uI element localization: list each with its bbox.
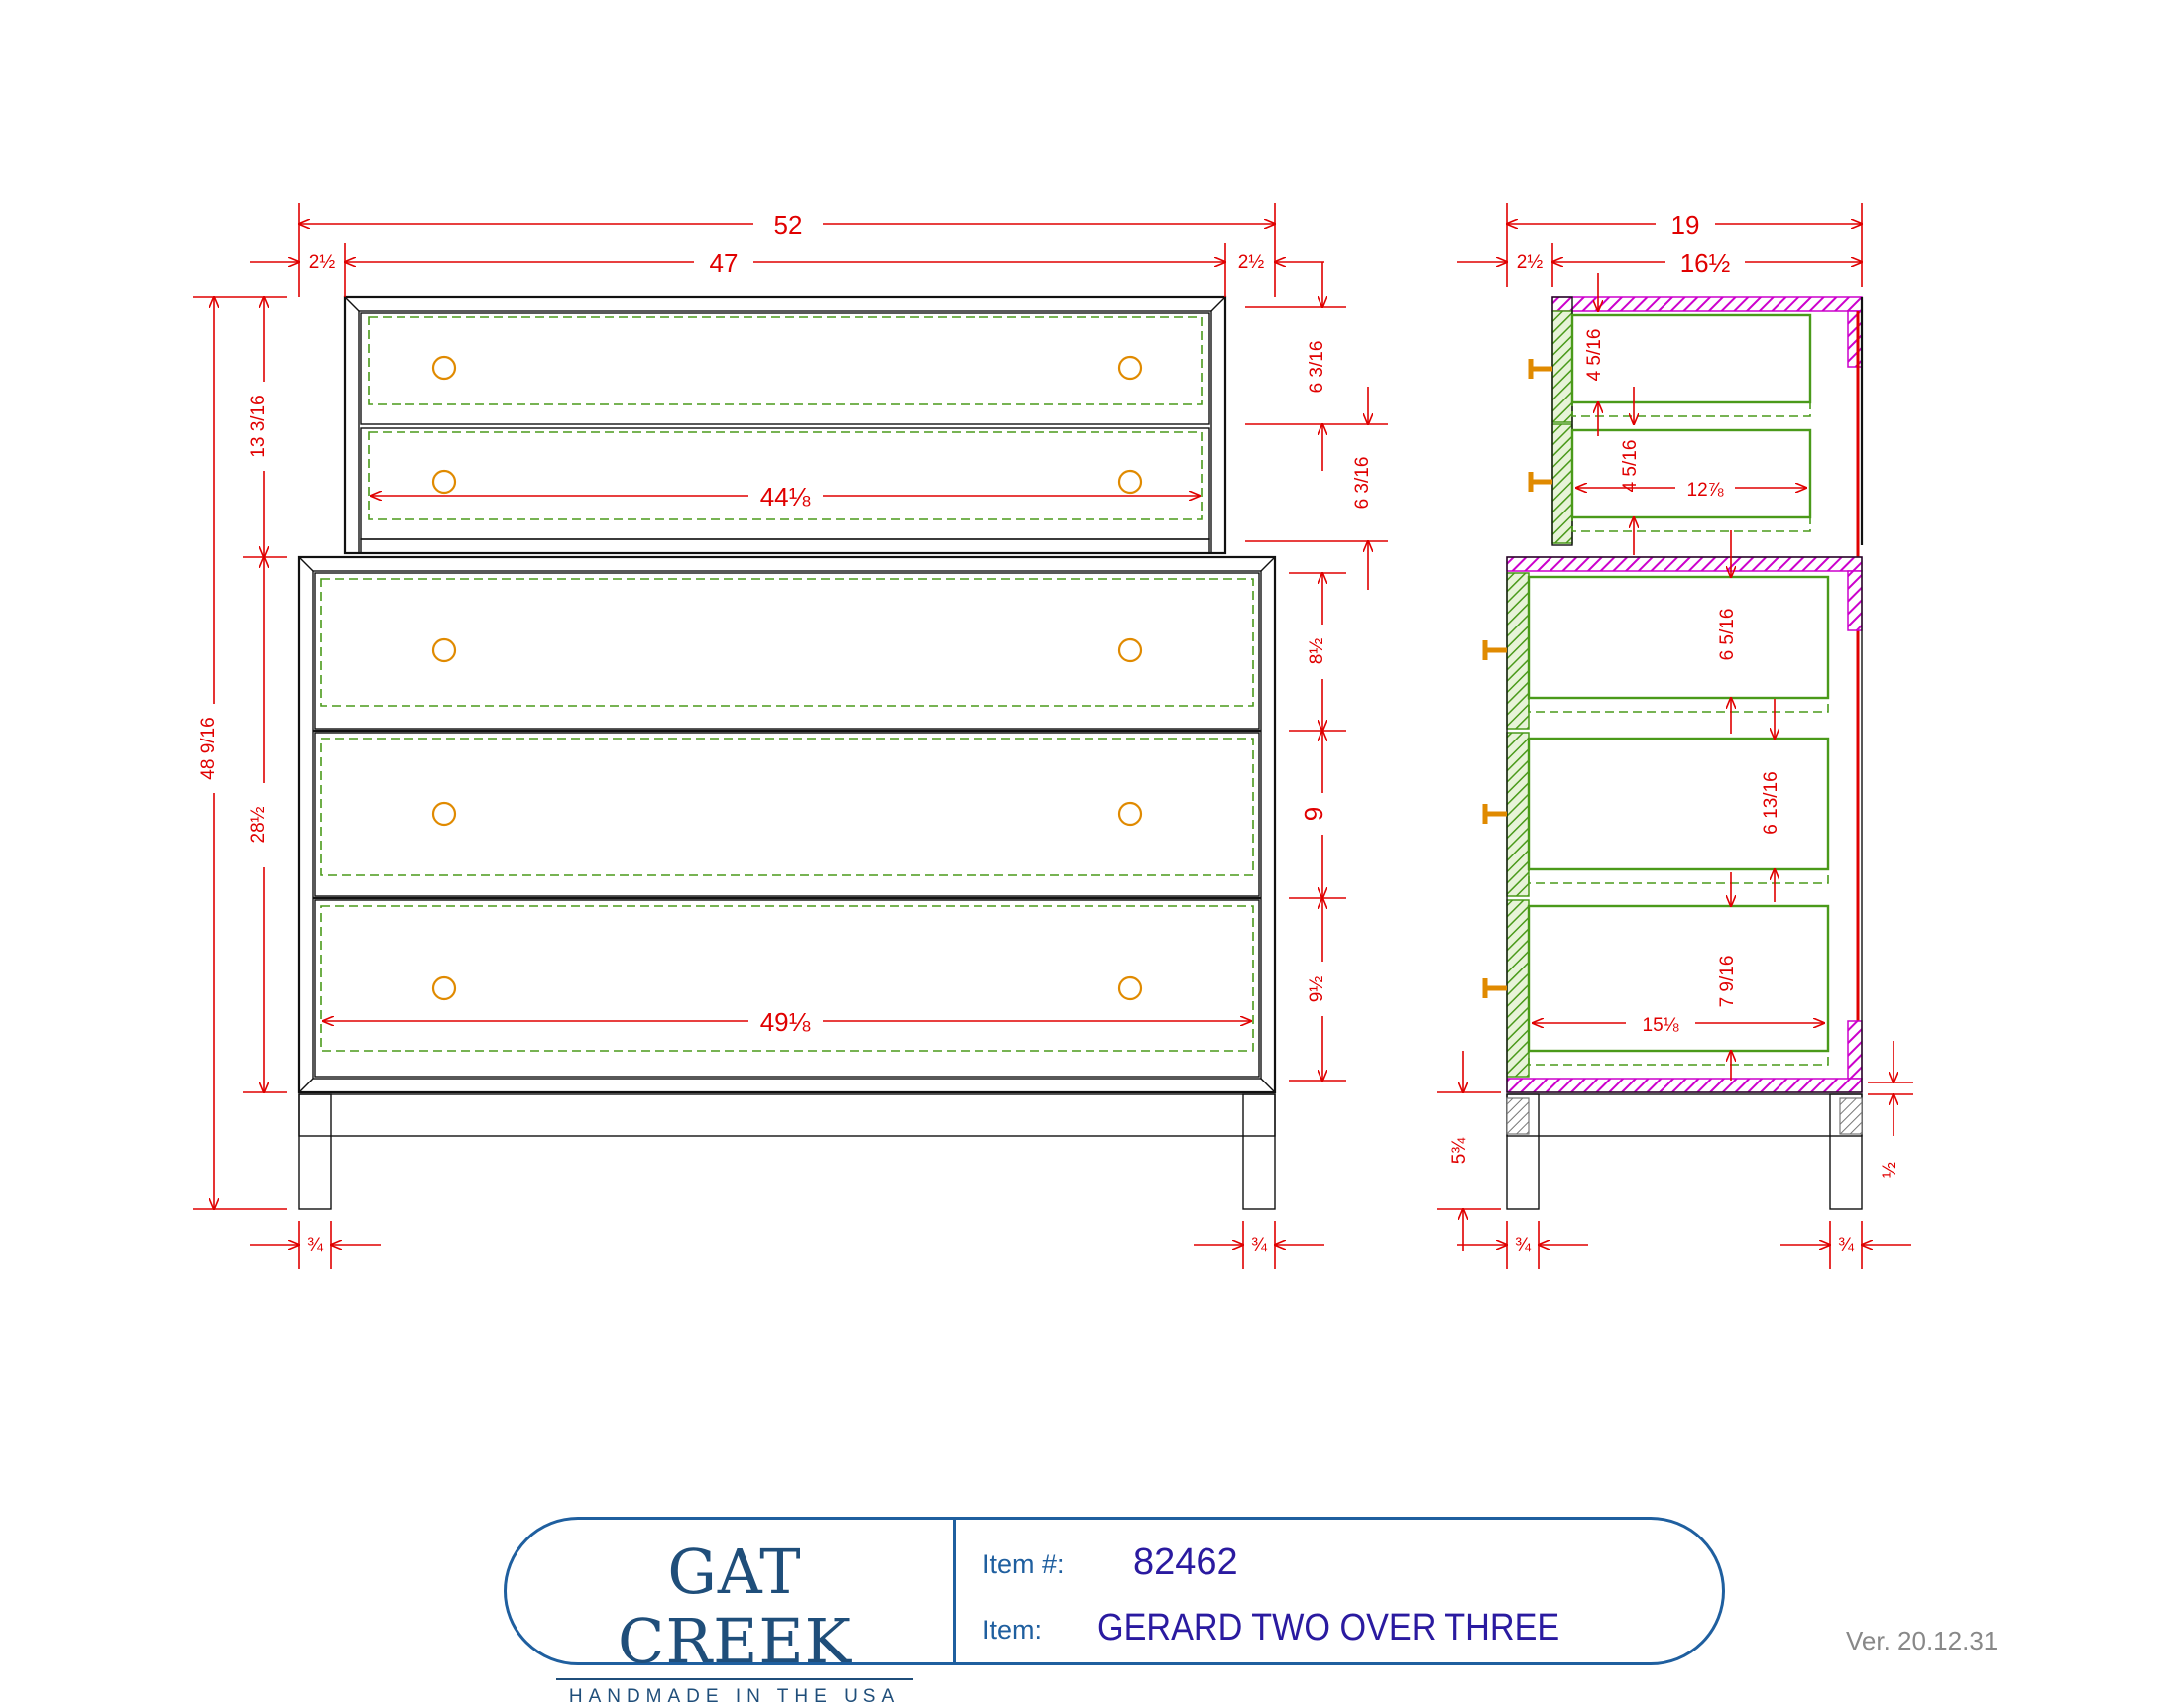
pull-knob-side bbox=[1482, 640, 1507, 660]
side-leg-front bbox=[1506, 1093, 1540, 1210]
side-pulls bbox=[1482, 359, 1552, 998]
dim-upper-drawer-depth: 12⅞ bbox=[1687, 480, 1724, 501]
lower-drawer-front-3 bbox=[1506, 899, 1530, 1078]
lower-drawer-front-2 bbox=[1506, 732, 1530, 897]
title-block: GAT CREEK HANDMADE IN THE USA Item #: 82… bbox=[504, 1517, 1725, 1707]
item-number-value: 82462 bbox=[1133, 1541, 1238, 1583]
pull-knob bbox=[1117, 801, 1143, 827]
dim-side-leg-left: ¾ bbox=[1515, 1235, 1532, 1256]
dim-side-lower-drawer-1: 6 5/16 bbox=[1717, 609, 1738, 661]
item-name-label: Item: bbox=[982, 1615, 1043, 1645]
lower-drawer-front-1 bbox=[1506, 572, 1530, 730]
dim-lower-interior: 49⅛ bbox=[760, 1007, 811, 1037]
pull-knob bbox=[1117, 637, 1143, 663]
dim-upper-height: 13 3/16 bbox=[248, 395, 269, 457]
dim-base-height: 5¾ bbox=[1449, 1137, 1470, 1165]
lower-back-panel-bottom bbox=[1847, 1020, 1863, 1080]
dim-leg-right: ¾ bbox=[1251, 1235, 1268, 1256]
pull-knob bbox=[1117, 469, 1143, 495]
upper-drawer-front-2 bbox=[1551, 423, 1573, 544]
item-number-label: Item #: bbox=[982, 1549, 1065, 1579]
dim-overall-depth: 19 bbox=[1671, 210, 1700, 240]
dim-upper-drawer-1: 6 3/16 bbox=[1307, 341, 1327, 394]
dim-upper-interior: 44⅛ bbox=[760, 482, 811, 512]
lower-back-panel-top bbox=[1847, 570, 1863, 631]
version-label: Ver. 20.12.31 bbox=[1846, 1626, 1999, 1655]
front-dimensions: 52 47 2½ 2½ 48 9/16 13 3/16 bbox=[193, 203, 1388, 1269]
brand-logo: GAT CREEK HANDMADE IN THE USA bbox=[546, 1537, 923, 1708]
dim-overall-width: 52 bbox=[774, 210, 803, 240]
pull-knob-side bbox=[1528, 472, 1552, 492]
dim-lower-drawer-2: 9 bbox=[1299, 807, 1328, 821]
lower-drawer-2 bbox=[314, 732, 1260, 897]
dim-side-left-inset: 2½ bbox=[1517, 252, 1544, 273]
furniture-drawing: 52 47 2½ 2½ 48 9/16 13 3/16 bbox=[193, 203, 1913, 1269]
pull-knob bbox=[431, 469, 457, 495]
pull-knob-side bbox=[1482, 978, 1507, 998]
dim-lower-drawer-3: 9½ bbox=[1307, 976, 1327, 1003]
dim-side-upper-drawer-2: 4 5/16 bbox=[1620, 440, 1641, 493]
upper-drawer-front-1 bbox=[1551, 310, 1573, 423]
leg-left bbox=[298, 1093, 332, 1210]
dim-lower-height: 28½ bbox=[248, 806, 269, 843]
base-apron bbox=[298, 1093, 1276, 1137]
pull-knob-side bbox=[1528, 359, 1552, 379]
lower-drawer-1 bbox=[314, 572, 1260, 730]
dim-left-inset: 2½ bbox=[309, 252, 336, 273]
brand-tagline: HANDMADE IN THE USA bbox=[568, 1686, 901, 1707]
lower-drawer-3 bbox=[314, 899, 1260, 1078]
upper-case bbox=[343, 295, 1227, 555]
leg-right bbox=[1242, 1093, 1276, 1210]
dim-upper-depth: 16½ bbox=[1680, 248, 1731, 278]
pull-knob bbox=[431, 637, 457, 663]
upper-back-panel bbox=[1847, 310, 1863, 368]
item-name-value: GERARD TWO OVER THREE bbox=[1097, 1607, 1560, 1649]
pull-knob bbox=[431, 355, 457, 381]
pull-knob bbox=[1117, 975, 1143, 1001]
side-dimensions: 19 2½ 16½ 4 5/16 4 5/16 12⅞ 6 5/16 bbox=[1437, 203, 1913, 1269]
front-elevation: 52 47 2½ 2½ 48 9/16 13 3/16 bbox=[193, 203, 1388, 1269]
pull-knob bbox=[431, 801, 457, 827]
lower-top-panel bbox=[1506, 556, 1863, 572]
brand-name: GAT CREEK bbox=[618, 1536, 852, 1677]
dim-leg-left: ¾ bbox=[307, 1235, 324, 1256]
dim-right-inset: 2½ bbox=[1238, 252, 1265, 273]
dim-side-lower-drawer-2: 6 13/16 bbox=[1761, 771, 1781, 834]
pull-knob bbox=[1117, 355, 1143, 381]
title-block-divider bbox=[953, 1520, 956, 1662]
side-section: 19 2½ 16½ 4 5/16 4 5/16 12⅞ 6 5/16 bbox=[1437, 203, 1913, 1269]
pull-knob-side bbox=[1482, 804, 1507, 824]
dim-side-leg-right: ¾ bbox=[1838, 1235, 1855, 1256]
lower-case bbox=[297, 555, 1277, 1094]
dim-side-upper-drawer-1: 4 5/16 bbox=[1584, 329, 1605, 382]
upper-drawer-1 bbox=[360, 312, 1210, 425]
pull-knob bbox=[431, 975, 457, 1001]
dim-side-lower-drawer-3: 7 9/16 bbox=[1717, 956, 1738, 1008]
dim-upper-drawer-2: 6 3/16 bbox=[1352, 457, 1373, 510]
dim-stretcher: ½ bbox=[1880, 1162, 1900, 1178]
bottom-panel bbox=[1506, 1078, 1863, 1093]
dim-total-height: 48 9/16 bbox=[198, 717, 219, 779]
dim-lower-drawer-1: 8½ bbox=[1307, 638, 1327, 665]
brand-divider bbox=[556, 1678, 913, 1680]
side-leg-back bbox=[1829, 1093, 1863, 1210]
drawer-pulls bbox=[431, 355, 1143, 1001]
dim-case-width: 47 bbox=[710, 248, 739, 278]
dim-lower-drawer-depth: 15⅛ bbox=[1643, 1015, 1679, 1036]
